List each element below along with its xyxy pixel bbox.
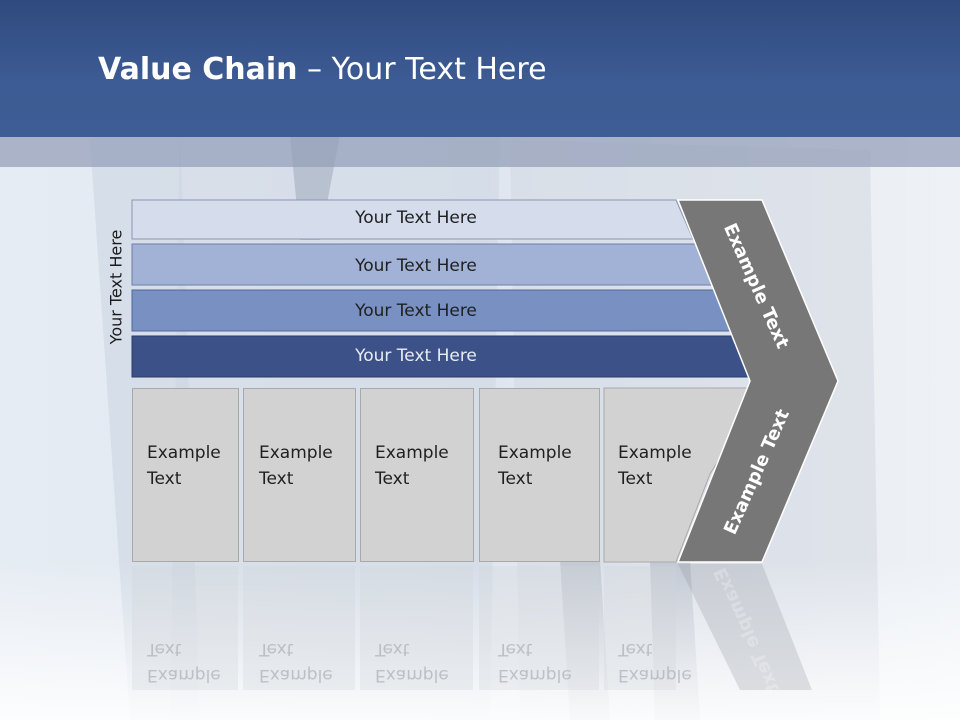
column-text-3-line2: Text bbox=[375, 469, 410, 489]
row-label-2: Your Text Here bbox=[355, 256, 477, 276]
title-bold: Value Chain bbox=[98, 52, 298, 87]
column-text-2-line2: Text bbox=[259, 469, 294, 489]
column-box-3 bbox=[360, 388, 474, 562]
chevron-arrow bbox=[676, 199, 839, 563]
column-reflection-text-1: Example Text bbox=[147, 636, 221, 688]
title-rest: – Your Text Here bbox=[297, 52, 547, 87]
column-reflection-2 bbox=[243, 566, 355, 690]
row-label-3: Your Text Here bbox=[355, 301, 477, 321]
slide-title: Value Chain – Your Text Here bbox=[98, 52, 547, 87]
column-reflection-3 bbox=[360, 566, 473, 690]
column-text-5-line1: Example bbox=[618, 443, 692, 463]
column-reflection-text-4: Example Text bbox=[498, 636, 572, 688]
column-reflection-text-5-line1: Example bbox=[618, 665, 692, 685]
column-reflection-text-2-line2: Text bbox=[259, 639, 294, 659]
column-reflection-5 bbox=[604, 566, 676, 690]
header-sub-band bbox=[0, 137, 960, 167]
column-box-4 bbox=[479, 388, 600, 562]
column-reflection-text-4-line2: Text bbox=[498, 639, 533, 659]
column-text-4-line1: Example bbox=[498, 443, 572, 463]
column-reflection-text-3: Example Text bbox=[375, 636, 449, 688]
column-text-4-line2: Text bbox=[498, 469, 533, 489]
column-box-1 bbox=[132, 388, 239, 562]
column-text-1-line2: Text bbox=[147, 469, 182, 489]
column-reflection-text-5-line2: Text bbox=[618, 639, 653, 659]
column-text-2-line1: Example bbox=[259, 443, 333, 463]
column-reflection-text-3-line1: Example bbox=[375, 665, 449, 685]
header-band bbox=[0, 0, 960, 137]
column-reflection-text-5: Example Text bbox=[618, 636, 692, 688]
column-reflection-text-3-line2: Text bbox=[375, 639, 410, 659]
column-reflection-text-2: Example Text bbox=[259, 636, 333, 688]
column-text-5-line2: Text bbox=[618, 469, 653, 489]
column-reflection-text-4-line1: Example bbox=[498, 665, 572, 685]
column-reflection-4 bbox=[479, 566, 599, 690]
chevron-reflection bbox=[678, 564, 812, 690]
column-text-1-line1: Example bbox=[147, 443, 221, 463]
column-text-3-line1: Example bbox=[375, 443, 449, 463]
column-reflection-1 bbox=[132, 566, 238, 690]
column-reflection-text-1-line1: Example bbox=[147, 665, 221, 685]
column-reflection-text-2-line1: Example bbox=[259, 665, 333, 685]
row-label-1: Your Text Here bbox=[355, 208, 477, 228]
column-reflection-text-1-line2: Text bbox=[147, 639, 182, 659]
row-label-4: Your Text Here bbox=[355, 346, 477, 366]
column-box-2 bbox=[243, 388, 356, 562]
